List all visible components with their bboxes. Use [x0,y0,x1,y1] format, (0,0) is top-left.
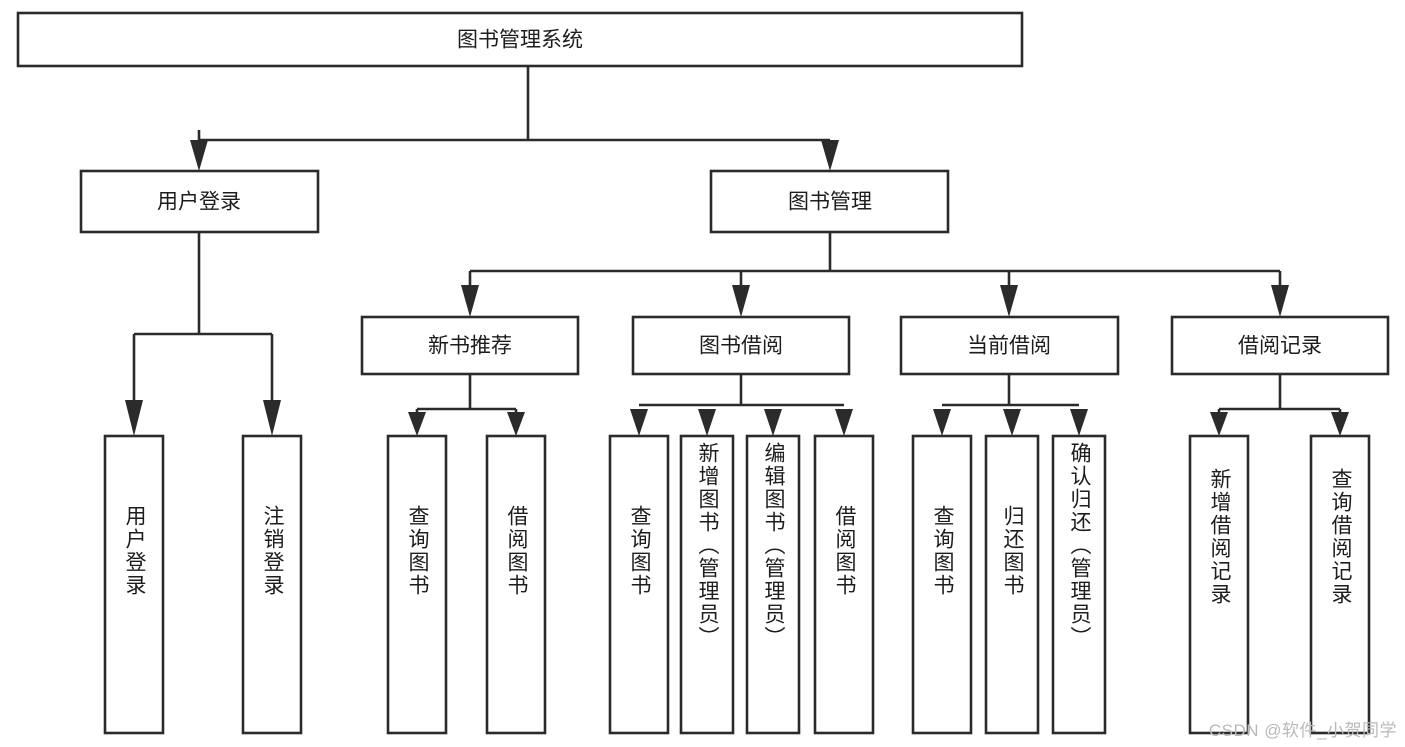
leaf-box-br-query-record[interactable] [1309,434,1371,735]
arrow-head-borrow-record [1271,285,1289,317]
node-book-borrow-box[interactable] [631,315,851,376]
arrow-head-cb-return-book [1003,409,1021,436]
leaf-box-bb-add-book[interactable] [679,434,735,735]
leaf-box-br-add-record[interactable] [1188,434,1250,735]
connector-group-user-login [125,232,281,436]
node-book-borrow[interactable]: 图书借阅 [631,315,851,376]
leaf-box-bb-edit-book[interactable] [745,434,801,735]
arrow-head-br-query-record [1331,412,1349,436]
node-user-login-label: 用户登录 [157,191,241,214]
leaf-box-cb-confirm-return[interactable] [1051,434,1107,735]
node-root-box[interactable] [16,11,1024,68]
connector-group-book-manage [461,232,1289,317]
arrow-head-bb-edit-book [764,409,782,436]
node-book-manage-box[interactable] [709,169,950,234]
leaf-box-bb-query-book[interactable] [608,434,670,735]
arrow-head-leaf-logout [263,400,281,436]
connector-group-root [190,66,839,171]
arrow-head-bb-query-book [630,409,648,436]
arrow-head-bb-add-book [698,409,716,436]
connector-group-book-borrow [630,374,853,436]
arrow-head-nbr-borrow-book [507,412,525,436]
node-current-borrow[interactable]: 当前借阅 [899,315,1120,376]
connector-group-borrow-record [1210,374,1349,436]
leaf-box-cb-return-book[interactable] [984,434,1040,735]
arrow-head-bb-borrow-book [835,409,853,436]
arrow-head-current-borrow [1000,285,1018,317]
node-new-book-rec-box[interactable] [360,315,580,376]
arrow-head-cb-query-book [933,409,951,436]
node-root[interactable]: 图书管理系统 [16,11,1024,68]
leaf-box-nbr-query-book[interactable] [386,434,448,735]
leaf-node-group [103,434,1371,735]
leaf-box-logout[interactable] [241,434,303,735]
node-book-manage-label: 图书管理 [788,191,872,214]
node-user-login[interactable]: 用户登录 [79,169,320,234]
connector-group-current-borrow [933,374,1088,436]
node-book-manage[interactable]: 图书管理 [709,169,950,234]
node-borrow-record-box[interactable] [1170,315,1390,376]
csdn-watermark: CSDN @软件_小贺同学 [1208,721,1397,740]
arrow-head-new-book-rec [461,285,479,317]
node-root-label: 图书管理系统 [457,29,583,52]
arrow-head-nbr-query-book [408,412,426,436]
arrow-head-book-borrow [732,285,750,317]
leaf-box-user-login[interactable] [103,434,165,735]
node-book-borrow-label: 图书借阅 [699,335,783,358]
arrow-head-cb-confirm-return [1070,409,1088,436]
connector-group-new-book-rec [408,374,525,436]
leaf-box-nbr-borrow-book[interactable] [485,434,547,735]
node-user-login-box[interactable] [79,169,320,234]
node-new-book-rec[interactable]: 新书推荐 [360,315,580,376]
node-new-book-rec-label: 新书推荐 [428,335,512,358]
arrow-head-leaf-user-login [125,400,143,436]
node-borrow-record[interactable]: 借阅记录 [1170,315,1390,376]
leaf-box-cb-query-book[interactable] [911,434,973,735]
leaf-box-bb-borrow-book[interactable] [813,434,875,735]
arrow-head-book-manage [821,140,839,171]
arrow-head-user-login [190,140,208,171]
node-borrow-record-label: 借阅记录 [1238,335,1322,358]
node-current-borrow-box[interactable] [899,315,1120,376]
arrow-head-br-add-record [1210,412,1228,436]
node-current-borrow-label: 当前借阅 [967,335,1051,358]
